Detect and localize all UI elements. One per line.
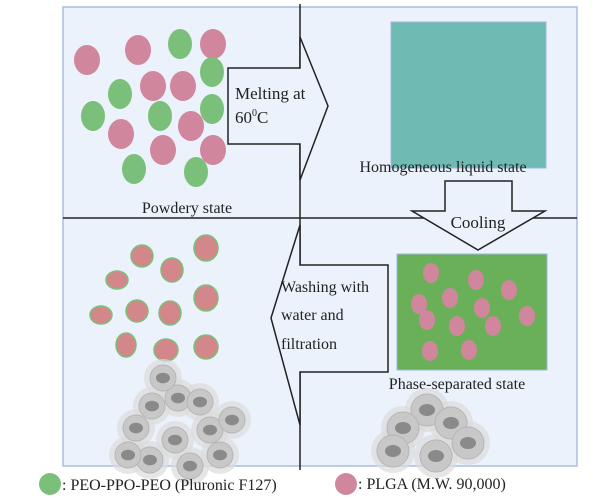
washed-particle xyxy=(193,334,219,360)
cell-cluster-left xyxy=(109,359,251,485)
washed-particle xyxy=(158,300,182,326)
washed-plga-particles xyxy=(89,234,219,362)
legend-peo-swatch xyxy=(39,473,61,495)
cell-nucleus xyxy=(419,404,435,416)
plga-particle xyxy=(125,35,151,65)
washing-arrow xyxy=(270,224,389,426)
plga-droplet xyxy=(485,316,501,336)
plga-droplet xyxy=(501,280,517,300)
cell-nucleus xyxy=(428,450,444,462)
washed-particle xyxy=(193,284,219,312)
cooling-arrow xyxy=(409,180,548,251)
plga-particle xyxy=(108,119,134,149)
plga-particle xyxy=(150,135,176,165)
cooling-label: Cooling xyxy=(451,213,506,232)
plga-droplet xyxy=(442,288,458,308)
peo-particle xyxy=(108,79,132,109)
washed-particle xyxy=(89,305,113,325)
cell-nucleus xyxy=(225,414,239,426)
legend-plga-swatch xyxy=(335,473,357,495)
plga-particle xyxy=(200,135,226,165)
legend-plga-label: : PLGA (M.W. 90,000) xyxy=(358,476,506,493)
peo-particle xyxy=(200,57,224,87)
melting-arrow xyxy=(227,36,329,181)
legend-peo-label: : PEO-PPO-PEO (Pluronic F127) xyxy=(62,477,277,494)
plga-droplet xyxy=(449,316,465,336)
cell-nucleus xyxy=(171,392,185,404)
phase-separated-label: Phase-separated state xyxy=(389,376,525,393)
peo-particle xyxy=(122,154,146,184)
plga-droplets xyxy=(411,263,535,361)
plga-droplet xyxy=(422,341,438,361)
peo-particle xyxy=(81,101,105,131)
washed-particle xyxy=(160,257,184,283)
washed-particle xyxy=(105,270,129,290)
cell-nucleus xyxy=(183,460,197,472)
plga-droplet xyxy=(461,340,477,360)
washed-particle xyxy=(125,299,149,323)
cell-nucleus xyxy=(143,454,157,466)
plga-particle xyxy=(170,71,196,101)
plga-droplet xyxy=(474,298,490,318)
powdery-particles xyxy=(74,29,226,187)
peo-particle xyxy=(200,94,224,124)
cell-nucleus xyxy=(213,449,227,461)
peo-particle xyxy=(184,157,208,187)
plga-particle xyxy=(140,71,166,101)
washing-label-line2: water and xyxy=(281,307,344,324)
melting-label-line2: 600C xyxy=(235,108,268,127)
washing-label-line1: Washing with xyxy=(281,279,369,296)
powdery-state-label: Powdery state xyxy=(142,200,232,217)
cell-nucleus xyxy=(460,437,476,449)
plga-droplet xyxy=(423,263,439,283)
cell-nucleus xyxy=(385,445,401,457)
peo-particle xyxy=(148,101,172,131)
plga-droplet xyxy=(419,310,435,330)
melting-label-line1: Melting at xyxy=(235,84,306,103)
cell-nucleus xyxy=(395,422,411,434)
cell-nucleus xyxy=(121,449,135,461)
cell-cluster-right xyxy=(371,388,490,478)
cell-nucleus xyxy=(168,434,182,446)
plga-particle xyxy=(178,111,204,141)
plga-particle xyxy=(200,29,226,59)
washed-particle xyxy=(130,244,154,268)
washed-particle xyxy=(193,234,219,262)
plga-droplet xyxy=(411,294,427,314)
homogeneous-liquid-block xyxy=(390,21,547,169)
washed-particle xyxy=(115,332,137,358)
cell-nucleus xyxy=(443,417,459,429)
cell-nucleus xyxy=(193,396,207,408)
peo-particle xyxy=(168,29,192,59)
washed-particle xyxy=(153,338,179,362)
plga-droplet xyxy=(468,270,484,290)
cell-nucleus xyxy=(129,422,143,434)
washing-label-line3: filtration xyxy=(281,336,337,353)
cell-nucleus xyxy=(145,400,159,412)
plga-droplet xyxy=(519,306,535,326)
cell-nucleus xyxy=(203,424,217,436)
homogeneous-state-label: Homogeneous liquid state xyxy=(359,159,526,176)
plga-particle xyxy=(74,45,100,75)
cell-nucleus xyxy=(156,372,170,384)
